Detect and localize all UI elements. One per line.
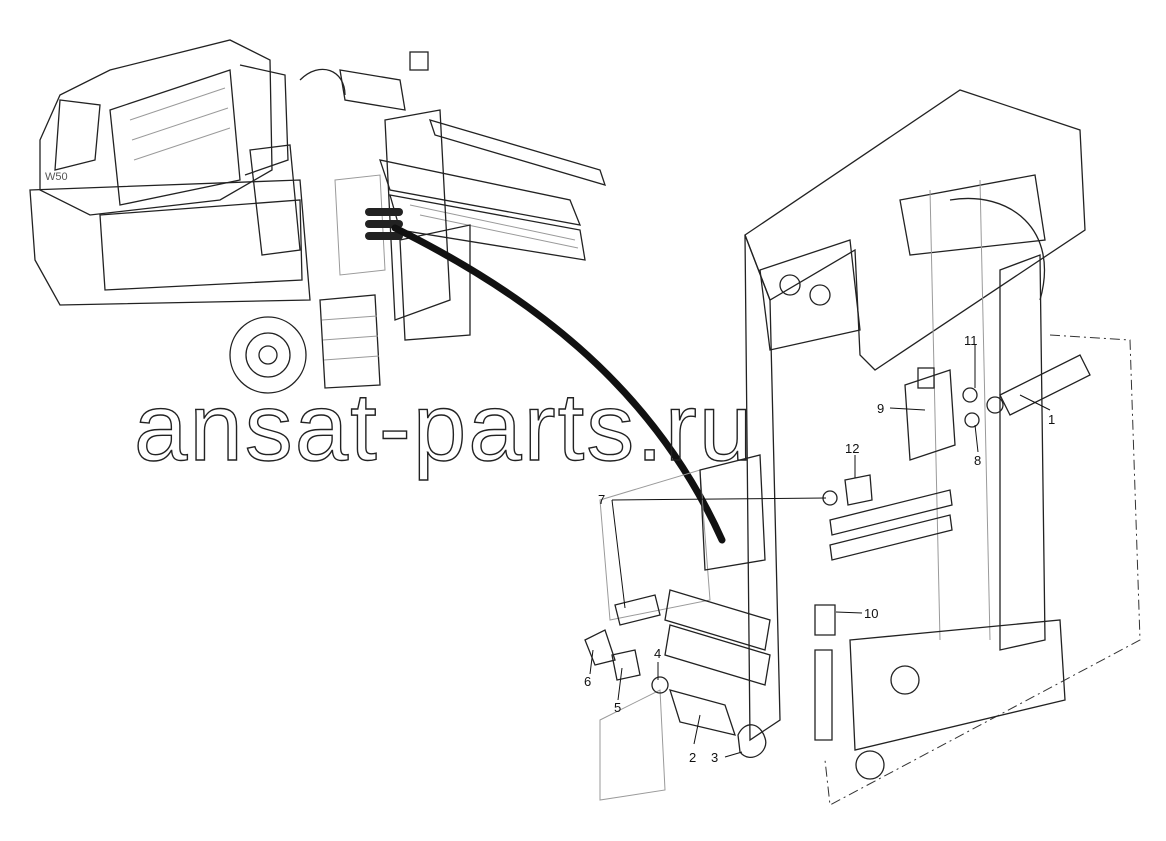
callout-5: 5 — [614, 700, 621, 715]
callout-6: 6 — [584, 674, 591, 689]
callout-10: 10 — [864, 606, 878, 621]
callout-7: 7 — [598, 492, 605, 507]
callout-1: 1 — [1048, 412, 1055, 427]
part-10-fitting — [814, 604, 836, 636]
coupling-highlight — [365, 208, 403, 240]
watermark-text: ansat-parts.ru — [134, 374, 754, 481]
callout-11: 11 — [964, 333, 978, 348]
callout-2: 2 — [689, 750, 696, 765]
part-9-valve-block — [904, 369, 956, 461]
part-7-adapter — [614, 594, 661, 626]
machine-overview: W50 — [29, 39, 607, 394]
callout-12: 12 — [845, 441, 859, 456]
callout-3: 3 — [711, 750, 718, 765]
detail-view: 1 2 3 4 5 6 7 8 9 10 11 12 — [584, 89, 1141, 806]
callout-8: 8 — [974, 453, 981, 468]
part-4-ring — [651, 676, 669, 694]
machine-badge: W50 — [45, 171, 68, 183]
part-12-nipple — [844, 474, 873, 506]
detail-connector-curve — [391, 224, 726, 544]
part-3-dust-cap — [737, 724, 767, 758]
callout-9: 9 — [877, 401, 884, 416]
part-6-elbow — [584, 629, 616, 666]
callout-4: 4 — [654, 646, 661, 661]
leader-lines — [589, 345, 1051, 758]
part-5-nut — [611, 649, 641, 681]
part-2-coupler — [669, 689, 736, 736]
part-1-hose — [999, 354, 1091, 416]
